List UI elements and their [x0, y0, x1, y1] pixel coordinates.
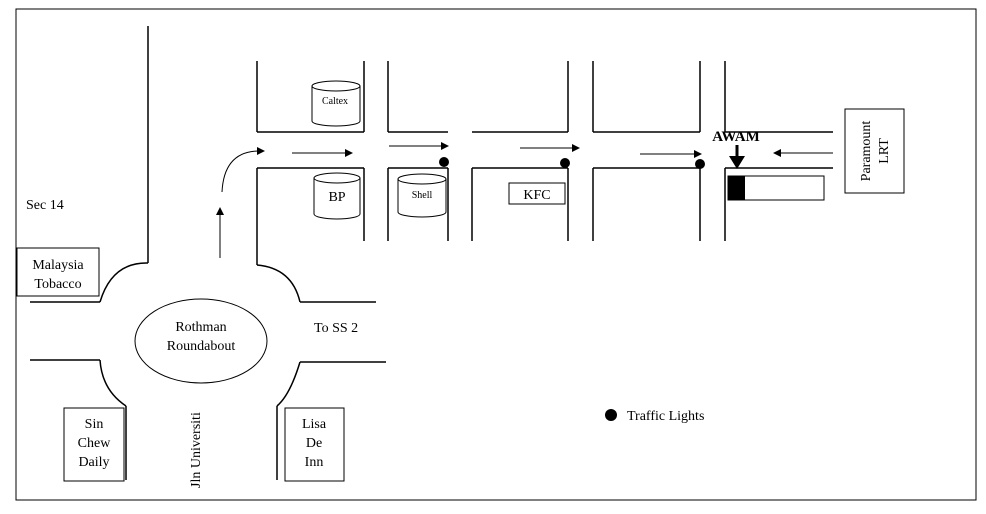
paramount-label-2: LRT	[877, 138, 892, 164]
sec14-label: Sec 14	[26, 198, 64, 213]
traffic-light-3	[695, 159, 705, 169]
kfc-label: KFC	[523, 188, 550, 203]
awam-building-marker	[728, 176, 745, 200]
bp-station: BP	[313, 172, 361, 220]
legend: Traffic Lights	[605, 409, 704, 424]
sin-chew-label-2: Chew	[78, 436, 112, 451]
lisa-de-inn-label-3: Inn	[305, 455, 324, 470]
lisa-de-inn-label-2: De	[306, 436, 322, 451]
roundabout-label-2: Roundabout	[167, 339, 236, 354]
paramount-label-1: Paramount	[859, 121, 874, 182]
traffic-light-1	[439, 157, 449, 167]
malaysia-tobacco-label-2: Tobacco	[34, 277, 81, 292]
bp-label: BP	[328, 190, 345, 205]
caltex-station: Caltex	[311, 80, 361, 127]
malaysia-tobacco-label-1: Malaysia	[32, 258, 84, 273]
malaysia-tobacco-box	[16, 247, 100, 297]
awam-label: AWAM	[712, 129, 760, 145]
route-arrows	[216, 142, 833, 258]
legend-traffic-light-icon	[605, 409, 617, 421]
to-ss2-label: To SS 2	[314, 321, 358, 336]
caltex-label: Caltex	[322, 96, 348, 107]
lisa-de-inn-label-1: Lisa	[302, 417, 327, 432]
shell-label: Shell	[412, 190, 433, 201]
shell-station: Shell	[397, 173, 447, 218]
sin-chew-daily-box	[63, 407, 125, 482]
roads	[30, 26, 833, 480]
sin-chew-label-1: Sin	[85, 417, 104, 432]
lisa-de-inn-box	[284, 407, 345, 482]
map-border	[15, 8, 977, 501]
sin-chew-label-3: Daily	[78, 455, 109, 470]
legend-traffic-lights-label: Traffic Lights	[627, 409, 704, 424]
kfc-box	[508, 182, 566, 205]
paramount-lrt-box	[844, 108, 905, 194]
traffic-light-2	[560, 158, 570, 168]
traffic-lights	[439, 157, 705, 169]
rothman-roundabout	[134, 298, 268, 384]
roundabout-label-1: Rothman	[175, 320, 226, 335]
jln-universiti-label: Jln Universiti	[189, 412, 204, 488]
